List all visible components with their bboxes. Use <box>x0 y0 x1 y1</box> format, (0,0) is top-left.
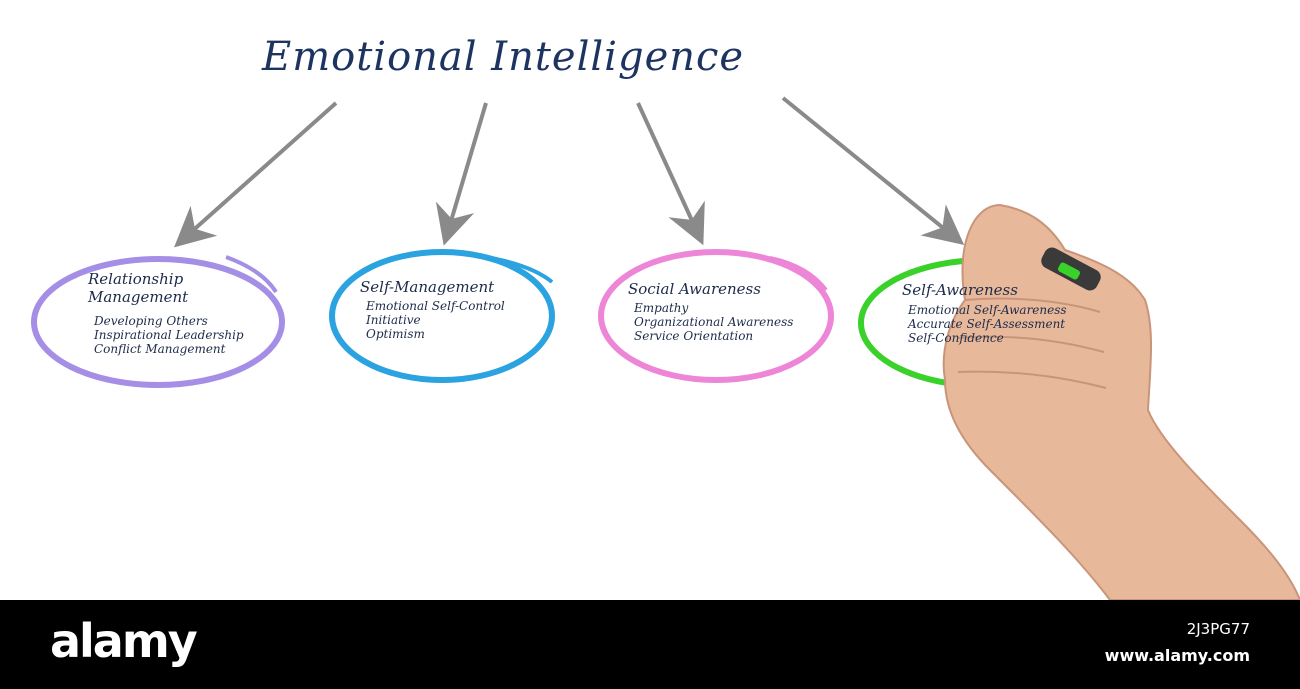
brand-logo: alamy <box>50 614 198 668</box>
node-title-self-management: Self-Management <box>360 278 495 296</box>
diagram-canvas: Emotional Intelligence Relationship Mana… <box>31 34 1300 600</box>
node-item: Emotional Self-Awareness <box>908 303 1067 317</box>
node-item: Organizational Awareness <box>634 315 794 329</box>
node-item: Accurate Self-Assessment <box>908 317 1066 331</box>
ellipse-relationship-management <box>31 255 285 388</box>
node-title-social-awareness: Social Awareness <box>628 280 761 298</box>
node-title-self-awareness: Self-Awareness <box>902 281 1018 299</box>
node-item: Self-Confidence <box>908 331 1004 345</box>
node-item: Inspirational Leadership <box>94 328 244 342</box>
image-id-label: 2J3PG77 <box>1186 620 1250 638</box>
node-items-self-awareness: Emotional Self-Awareness Accurate Self-A… <box>908 303 1067 345</box>
arrow-self-awareness <box>781 96 965 246</box>
hand-illustration <box>942 203 1300 600</box>
node-title-relationship-management: Relationship Management <box>88 270 189 306</box>
node-item: Empathy <box>634 301 689 315</box>
ellipse-self-management <box>329 249 555 383</box>
arrow-social-awareness <box>636 102 705 246</box>
diagram-svg <box>31 96 1300 600</box>
arrow-relationship-management <box>174 101 338 248</box>
site-url: www.alamy.com <box>1104 646 1250 665</box>
node-item: Service Orientation <box>634 329 754 343</box>
ellipse-social-awareness <box>598 249 834 383</box>
arrow-self-management <box>435 102 488 246</box>
node-item: Initiative <box>366 313 421 327</box>
watermark-footer: alamy 2J3PG77 www.alamy.com <box>0 600 1300 689</box>
diagram-title: Emotional Intelligence <box>262 34 745 80</box>
node-items-social-awareness: Empathy Organizational Awareness Service… <box>634 301 793 343</box>
node-item: Optimism <box>366 327 425 341</box>
node-items-relationship-management: Developing Others Inspirational Leadersh… <box>94 314 244 356</box>
node-item: Developing Others <box>94 314 208 328</box>
node-items-self-management: Emotional Self-Control Initiative Optimi… <box>366 299 505 341</box>
node-item: Emotional Self-Control <box>366 299 505 313</box>
node-item: Conflict Management <box>94 342 226 356</box>
